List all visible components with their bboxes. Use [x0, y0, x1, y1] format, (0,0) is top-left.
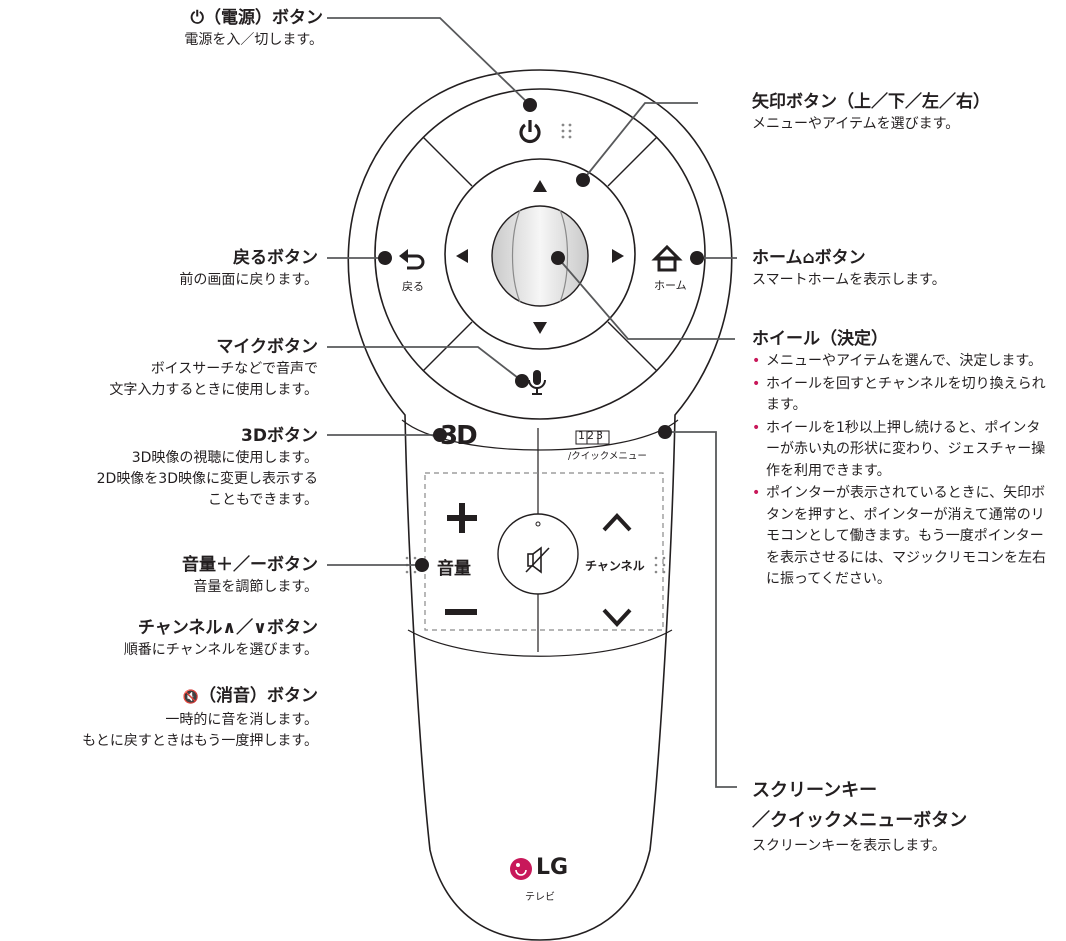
threed-callout: 3Dボタン 3D映像の視聴に使用します。 2D映像を3D映像に変更し表示する こ…	[97, 424, 318, 511]
quick-menu-label: /クイックメニュー	[568, 451, 647, 462]
lg-logo-text: LG	[536, 855, 569, 880]
power-title: ⏻（電源）ボタン	[190, 8, 323, 28]
wheel-bullet-2: ホイールを回すとチャンネルを切り換えられます。	[752, 374, 1052, 417]
home-desc: スマートホームを表示します。	[752, 272, 946, 288]
ch-side-dots-icon	[654, 556, 666, 574]
minus-icon	[445, 609, 477, 615]
home-title-row: ホーム⌂ボタン	[752, 246, 946, 270]
channel-callout: チャンネル∧／∨ボタン 順番にチャンネルを選びます。	[124, 616, 318, 661]
volume-button-label: 音量	[437, 559, 471, 579]
back-title: 戻るボタン	[233, 248, 318, 268]
arrow-left-icon	[456, 249, 468, 263]
back-button-label: 戻る	[402, 280, 424, 293]
home-title-pre: ホーム	[752, 248, 803, 268]
mic-desc-line-1: ボイスサーチなどで音声で	[150, 361, 318, 377]
channel-button-label: チャンネル	[585, 559, 645, 573]
screenkey-title-line-2: ／クイックメニューボタン	[752, 810, 968, 831]
arrow-up-icon	[533, 180, 547, 192]
mute-desc-line-2: もとに戻すときはもう一度押します。	[82, 733, 318, 749]
screenkey-desc: スクリーンキーを表示します。	[752, 838, 946, 854]
remote-lower-section-line	[407, 629, 673, 657]
volume-desc: 音量を調節します。	[193, 579, 318, 595]
lg-logo-icon	[510, 858, 532, 880]
mute-button	[497, 513, 579, 595]
home-icon	[651, 244, 683, 272]
threed-desc-line-3: こともできます。	[207, 492, 318, 508]
home-callout: ホーム⌂ボタン スマートホームを表示します。	[752, 246, 946, 291]
quick-number-boxes	[575, 430, 610, 445]
channel-down-icon	[602, 608, 632, 627]
threed-desc-line-2: 2D映像を3D映像に変更し表示する	[96, 471, 318, 487]
home-button-label: ホーム	[654, 279, 687, 292]
home-inline-icon: ⌂	[802, 248, 815, 268]
arrow-right-icon	[612, 249, 624, 263]
threed-button-label[interactable]: 3D	[440, 421, 478, 451]
power-icon	[519, 120, 541, 144]
plus-icon	[447, 503, 477, 533]
channel-title: チャンネル∧／∨ボタン	[137, 618, 318, 638]
wheel-bullets: メニューやアイテムを選んで、決定します。 ホイールを回すとチャンネルを切り換えら…	[752, 351, 1052, 591]
arrows-desc: メニューやアイテムを選びます。	[752, 116, 960, 132]
power-desc: 電源を入／切します。	[184, 32, 323, 48]
back-desc: 前の画面に戻ります。	[179, 272, 318, 288]
mic-icon	[528, 370, 546, 395]
home-title-post: ボタン	[814, 248, 866, 268]
mute-icon	[525, 546, 550, 574]
wheel-bullet-4: ポインターが表示されているときに、矢印ボタンを押すと、ポインターが消えて通常のリ…	[752, 483, 1052, 591]
vol-ch-dashed-frame	[424, 472, 664, 631]
power-callout: ⏻（電源）ボタン 電源を入／切します。	[184, 6, 323, 51]
mic-callout: マイクボタン ボイスサーチなどで音声で 文字入力するときに使用します。	[109, 335, 318, 401]
mute-desc-line-1: 一時的に音を消します。	[165, 712, 318, 728]
quick-numbers-label[interactable]: 123	[578, 429, 605, 442]
back-callout: 戻るボタン 前の画面に戻ります。	[179, 246, 318, 291]
channel-up-icon	[602, 513, 632, 532]
wheel-callout: ホイール（決定） メニューやアイテムを選んで、決定します。 ホイールを回すとチャ…	[752, 327, 1052, 592]
tv-label: テレビ	[525, 892, 555, 903]
volume-title: 音量＋／ーボタン	[182, 555, 318, 575]
arrows-callout: 矢印ボタン（上／下／左／右） メニューやアイテムを選びます。	[752, 90, 990, 135]
mute-small-icon: 🔇	[182, 690, 199, 705]
screenkey-callout: スクリーンキー ／クイックメニューボタン スクリーンキーを表示します。	[752, 776, 967, 857]
channel-desc: 順番にチャンネルを選びます。	[123, 642, 318, 658]
remote-rim	[401, 419, 679, 451]
mute-title-row: 🔇（消音）ボタン	[82, 684, 318, 710]
volume-callout: 音量＋／ーボタン 音量を調節します。	[182, 553, 318, 598]
wheel-bullet-1: メニューやアイテムを選んで、決定します。	[752, 351, 1052, 373]
power-dots-icon	[561, 123, 572, 139]
mic-desc-line-2: 文字入力するときに使用します。	[109, 382, 318, 398]
leader-dots	[378, 98, 704, 572]
mic-title: マイクボタン	[216, 337, 318, 357]
mute-title: （消音）ボタン	[199, 686, 318, 706]
threed-desc-line-1: 3D映像の視聴に使用します。	[131, 450, 318, 466]
threed-title: 3Dボタン	[241, 426, 318, 446]
mute-callout: 🔇（消音）ボタン 一時的に音を消します。 もとに戻すときはもう一度押します。	[82, 684, 318, 752]
wheel	[491, 205, 589, 307]
screenkey-title-line-1: スクリーンキー	[752, 780, 878, 801]
wheel-title: ホイール（決定）	[752, 329, 888, 349]
arrow-down-icon	[533, 322, 547, 334]
back-icon	[399, 249, 425, 270]
wheel-bullet-3: ホイールを1秒以上押し続けると、ポインターが赤い丸の形状に変わり、ジェスチャー操…	[752, 418, 1052, 483]
arrows-title: 矢印ボタン（上／下／左／右）	[752, 92, 990, 112]
